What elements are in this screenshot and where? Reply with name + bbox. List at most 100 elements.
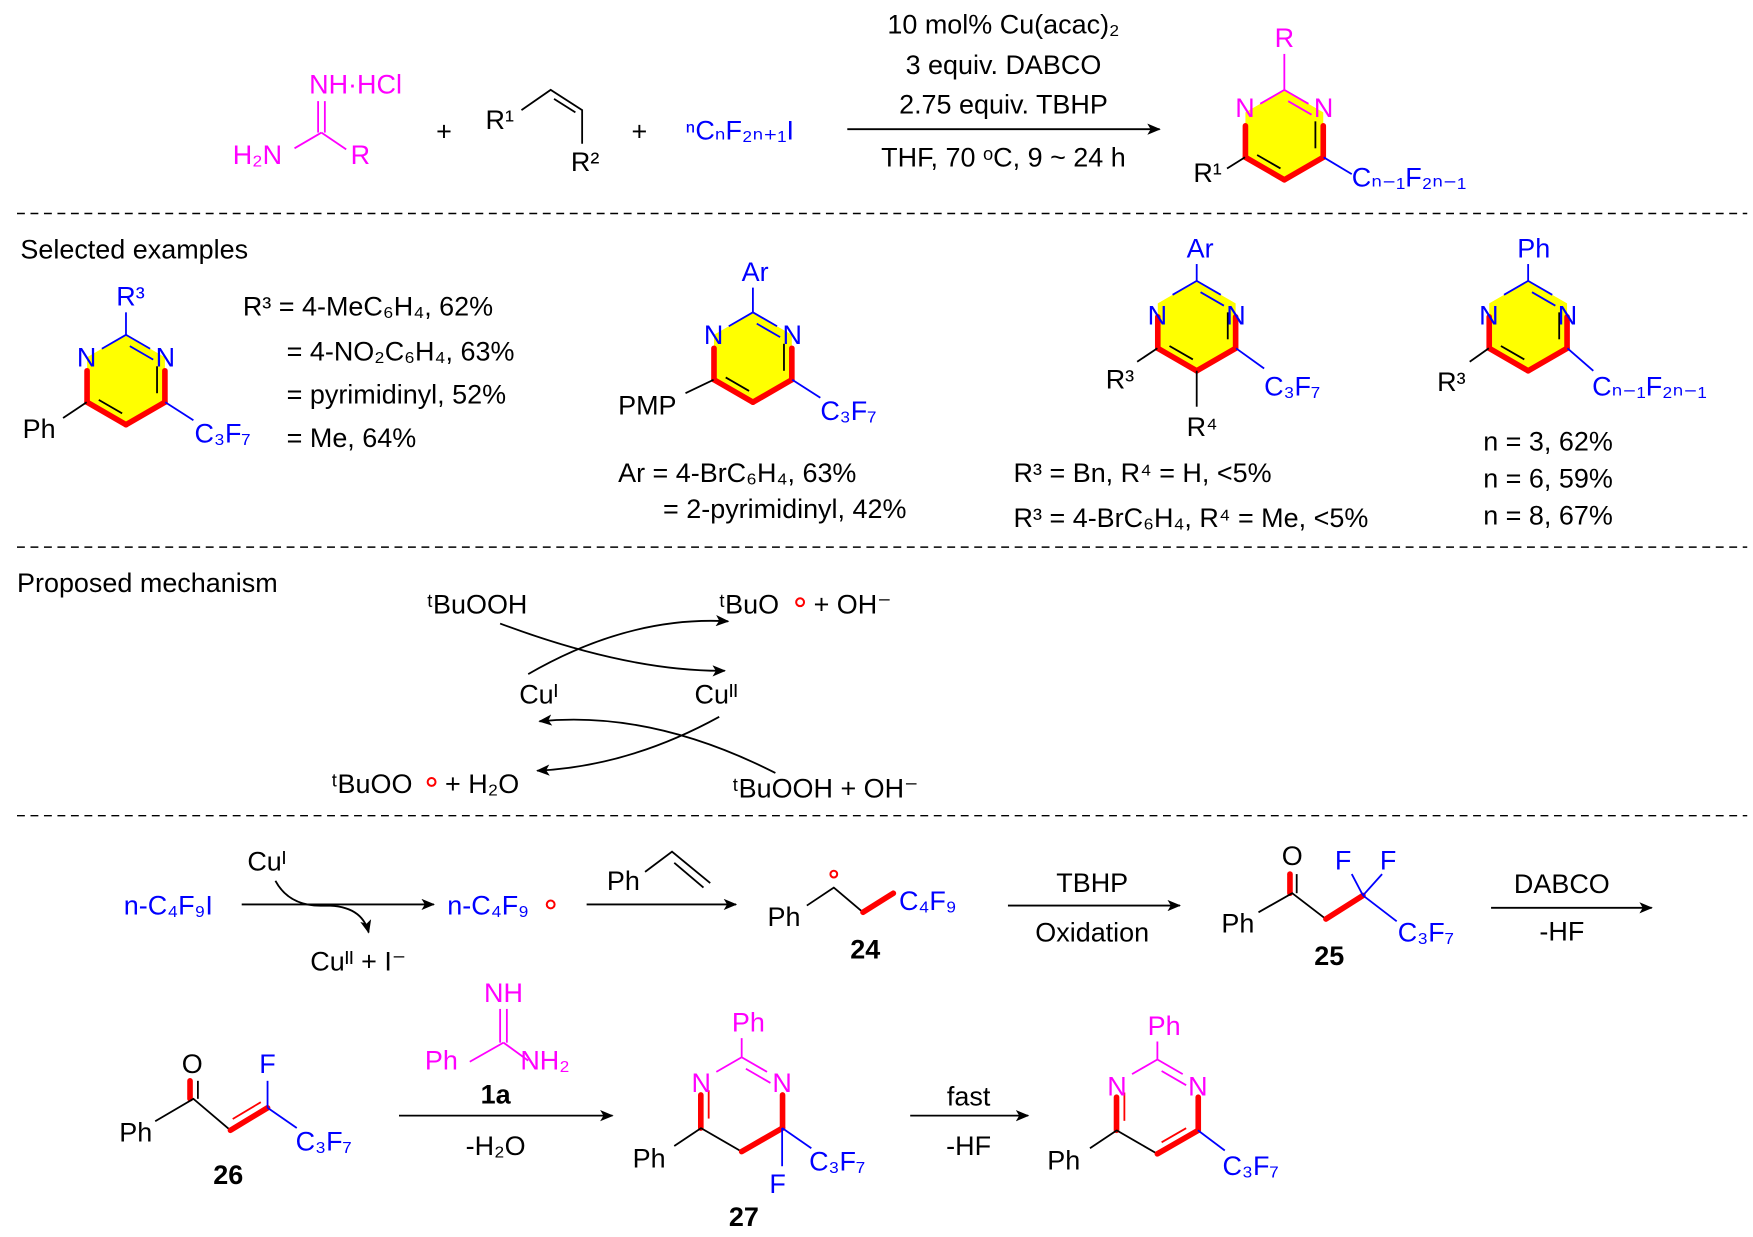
amidine-r-label: R [351, 140, 370, 170]
hydroxide-label: + OH⁻ [814, 589, 892, 619]
highlighted-bond [84, 399, 129, 428]
ring-n1: N [1235, 93, 1254, 123]
c24-ph-label: Ph [768, 902, 801, 932]
c26-f-label: F [259, 1049, 275, 1079]
ring-bond [1259, 89, 1285, 105]
ex2-yield-line: = 2-pyrimidinyl, 42% [663, 494, 906, 524]
c26-cc-bond [227, 1104, 271, 1134]
c25-f-label: F [1335, 846, 1351, 876]
ring-n1: N [704, 320, 723, 350]
compound-label: 24 [850, 934, 880, 964]
ring-n1: N [77, 342, 96, 372]
ring-bond [125, 334, 151, 350]
c25-cf-bond [1350, 873, 1364, 896]
alkene-double-bond [553, 98, 576, 114]
c-n-bond [294, 131, 322, 150]
c24-new-bond [860, 890, 897, 916]
ex2-pmp-label: PMP [618, 391, 676, 421]
compound-26: O F Ph C₃F₇ 26 [119, 1049, 352, 1190]
highlight-fill [1489, 280, 1568, 371]
alkene-r1-label: R¹ [486, 105, 514, 135]
ring-bond [101, 334, 127, 350]
c25-new-bond [1323, 892, 1366, 922]
compound-label: 25 [1314, 941, 1344, 971]
ring-n1: N [1107, 1071, 1126, 1101]
ex4-chain-bond [1566, 347, 1594, 372]
ex1-ph-label: Ph [23, 414, 56, 444]
ring-bond [715, 1056, 743, 1073]
c27-ph-label: Ph [633, 1143, 666, 1173]
ring-bond [1283, 89, 1309, 105]
highlight-fill [1245, 89, 1324, 180]
condition-oxidant: 2.75 equiv. TBHP [899, 89, 1108, 119]
condition-base: 3 equiv. DABCO [906, 50, 1102, 80]
final-ph-label: Ph [1047, 1146, 1080, 1176]
example-2: Ar N N PMP C₃F₇ Ar = 4-BrC₆H₄, 63% = 2-p… [618, 257, 906, 524]
c24-bonds [806, 886, 864, 913]
c1a-bond [502, 1041, 529, 1062]
c25-cf-bond [1362, 873, 1383, 897]
ring-bond [1196, 280, 1222, 296]
ring-bond [1172, 280, 1198, 296]
c1a-bond [469, 1041, 504, 1063]
ring-double-bond [1531, 291, 1556, 307]
ex3-r3-label: R³ [1106, 365, 1134, 395]
c26-cf-bond [267, 1107, 298, 1129]
cu-ii-label: Cuᴵᴵ [694, 679, 737, 709]
step-note: -HF [946, 1131, 991, 1161]
arrow-to-tbuoo [536, 716, 720, 776]
chain-bond [1323, 156, 1353, 175]
c27-c3f7-label: C₃F₇ [809, 1147, 865, 1177]
highlighted-bond [1525, 345, 1570, 374]
c-r-bond [320, 131, 347, 151]
ring-double-bond [725, 376, 750, 392]
ring-n1: N [1479, 301, 1498, 331]
ring-n3: N [1314, 93, 1333, 123]
amine-label: H₂N [233, 140, 282, 170]
mechanism-heading: Proposed mechanism [17, 568, 278, 598]
ring-bond [741, 1056, 768, 1073]
ring-n1: N [691, 1068, 710, 1098]
ring-n3: N [1188, 1071, 1207, 1101]
compound-27: Ph N N Ph C₃F₇ F 27 [633, 1007, 866, 1231]
ex2-ar-label: Ar [742, 257, 769, 287]
compound-label: 27 [729, 1202, 759, 1232]
highlight-fill [87, 334, 165, 425]
compound-24: Ph C₄F₉ 24 [768, 869, 957, 964]
ring-double-bond [1161, 1070, 1187, 1086]
step-reagent: fast [947, 1082, 991, 1112]
highlight-fill [713, 312, 792, 403]
ex4-r3-label: R³ [1437, 367, 1465, 397]
plus-sign: + [436, 116, 452, 146]
arrow-tbuooh-to-cuii [499, 622, 726, 677]
final-pyrimidine: Ph N N Ph C₃F₇ [1047, 1011, 1278, 1181]
tbuo-radical-label: ᵗBuO [719, 589, 779, 619]
step-reagent: DABCO [1514, 869, 1610, 899]
final-ph-top-label: Ph [1148, 1011, 1181, 1041]
perfluorobutyl-iodide: n-C₄F₉I [124, 891, 213, 921]
styrene-ph-label: Ph [607, 866, 640, 896]
step-note: -H₂O [466, 1131, 526, 1161]
ex1-cf-bond [164, 401, 194, 421]
ex3-r4-label: R⁴ [1187, 412, 1218, 442]
arrow-cui-to-tbuo [527, 615, 730, 675]
general-reaction: NH·HCl H₂N R + R¹ R² + ⁿCₙF₂ₙ₊₁I 10 mol%… [233, 10, 1467, 193]
ex4-r3-bond [1469, 347, 1490, 363]
ex1-yield-line: R³ = 4-MeC₆H₄, 62% [243, 292, 493, 322]
ring-double-bond [745, 1067, 771, 1084]
highlighted-bond [738, 1125, 786, 1155]
perfluoroalkyl-iodide: ⁿCₙF₂ₙ₊₁I [686, 115, 795, 145]
ex1-yield-line: = Me, 64% [287, 423, 417, 453]
c25-ph-label: Ph [1221, 909, 1254, 939]
final-c3f7-label: C₃F₇ [1223, 1151, 1279, 1181]
ex2-yield-line: Ar = 4-BrC₆H₄, 63% [618, 458, 856, 488]
ring-double-bond [1169, 345, 1194, 361]
c25-cf-bond [1362, 894, 1398, 923]
compound-25: O Ph F F C₃F₇ 25 [1221, 841, 1454, 971]
ring-double-bond [1161, 1127, 1187, 1144]
tbuooh-label: ᵗBuOOH [427, 589, 527, 619]
ring-double-bond [129, 345, 154, 361]
perfluorobutyl-radical: n-C₄F₉ [447, 891, 529, 921]
alkene-r2-label: R² [571, 147, 599, 177]
radical-dot-icon [545, 899, 556, 910]
